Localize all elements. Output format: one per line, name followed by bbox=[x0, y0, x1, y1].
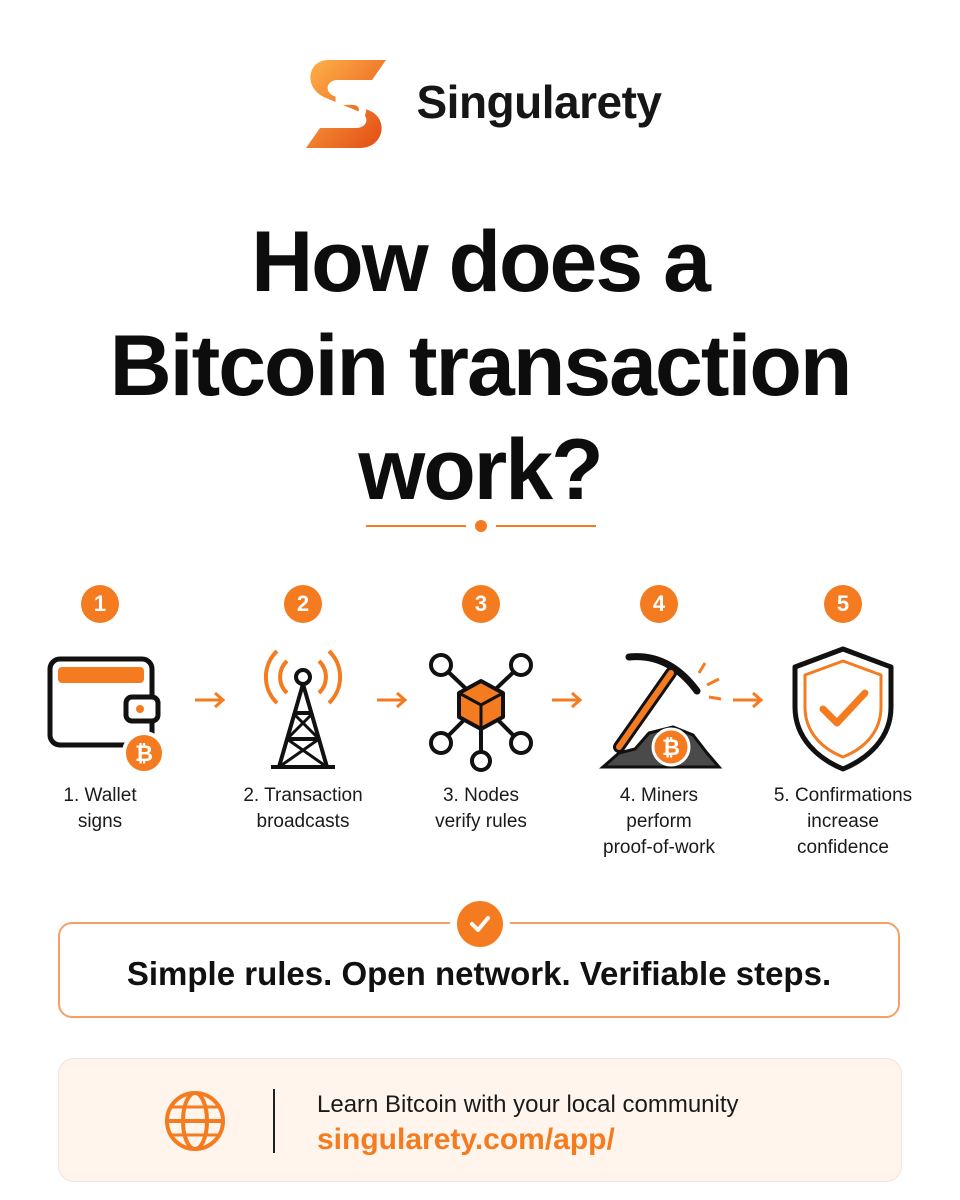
step-label-line: 1. Wallet bbox=[63, 785, 137, 806]
step-label-line: 4. Miners bbox=[619, 785, 699, 806]
step-number-badge: 3 bbox=[462, 585, 500, 623]
step-2: 2 2. Transaction broadcasts bbox=[218, 585, 388, 875]
step-label: 5. Confirmations increase confidence bbox=[758, 783, 928, 861]
step-label: 1. Wallet signs bbox=[15, 783, 185, 835]
check-icon bbox=[457, 901, 503, 947]
step-5: 5 5. Confirmations increase confidence bbox=[758, 585, 928, 875]
step-4: 4 ₿ 4. Miners perform proof-of-work bbox=[574, 585, 744, 875]
step-3: 3 3. Nodes verify rules bbox=[396, 585, 566, 875]
arrow-right-icon bbox=[377, 691, 408, 709]
tagline-box: Simple rules. Open network. Verifiable s… bbox=[58, 898, 900, 1018]
header: ₿ Singularety bbox=[0, 52, 960, 152]
shield-check-icon bbox=[792, 646, 894, 772]
step-label-line: broadcasts bbox=[256, 811, 350, 832]
svg-text:₿: ₿ bbox=[662, 735, 680, 760]
step-1: 1 ₿ 1. Wallet signs bbox=[15, 585, 185, 875]
network-nodes-icon bbox=[429, 653, 533, 772]
svg-text:₿: ₿ bbox=[328, 75, 369, 131]
step-label-line: signs bbox=[77, 811, 123, 832]
bitcoin-logo-icon: ₿ bbox=[306, 60, 387, 148]
step-number-badge: 1 bbox=[81, 585, 119, 623]
page-title: How does a Bitcoin transaction work? bbox=[40, 210, 920, 522]
footer-card: Learn Bitcoin with your local community … bbox=[58, 1058, 902, 1182]
step-number-badge: 5 bbox=[824, 585, 862, 623]
steps-row: 1 ₿ 1. Wallet signs 2 bbox=[0, 585, 960, 885]
arrow-right-icon bbox=[195, 691, 226, 709]
tagline-check-wrap bbox=[450, 898, 510, 950]
step-number-badge: 2 bbox=[284, 585, 322, 623]
svg-text:₿: ₿ bbox=[135, 741, 153, 766]
broadcast-tower-icon bbox=[263, 649, 343, 769]
arrow-right-icon bbox=[552, 691, 583, 709]
step-label-line: 2. Transaction bbox=[243, 785, 363, 806]
step-label: 4. Miners perform proof-of-work bbox=[574, 783, 744, 861]
divider bbox=[366, 520, 596, 532]
brand-name: Singularety bbox=[416, 76, 662, 128]
tagline-text: Simple rules. Open network. Verifiable s… bbox=[126, 955, 832, 992]
step-label: 3. Nodes verify rules bbox=[396, 783, 566, 835]
arrow-right-icon bbox=[733, 691, 764, 709]
step-label-line: verify rules bbox=[435, 811, 527, 832]
footer-text: Learn Bitcoin with your local community bbox=[317, 1091, 739, 1118]
footer-divider bbox=[273, 1089, 275, 1153]
step-label-line: perform bbox=[626, 811, 692, 832]
step-label-line: proof-of-work bbox=[603, 837, 715, 858]
footer-link[interactable]: singularety.com/app/ bbox=[317, 1123, 615, 1156]
globe-icon bbox=[165, 1091, 225, 1151]
pickaxe-icon: ₿ bbox=[599, 653, 723, 769]
step-label: 2. Transaction broadcasts bbox=[218, 783, 388, 835]
step-number-badge: 4 bbox=[640, 585, 678, 623]
step-label-line: increase bbox=[807, 811, 879, 832]
step-label-line: 5. Confirmations bbox=[773, 785, 913, 806]
step-label-line: 3. Nodes bbox=[442, 785, 520, 806]
headline-line-2: Bitcoin transaction bbox=[109, 318, 853, 414]
headline-line-1: How does a bbox=[251, 214, 711, 310]
wallet-icon: ₿ bbox=[47, 656, 166, 773]
headline-line-3: work? bbox=[358, 422, 603, 518]
step-label-line: confidence bbox=[797, 837, 889, 858]
